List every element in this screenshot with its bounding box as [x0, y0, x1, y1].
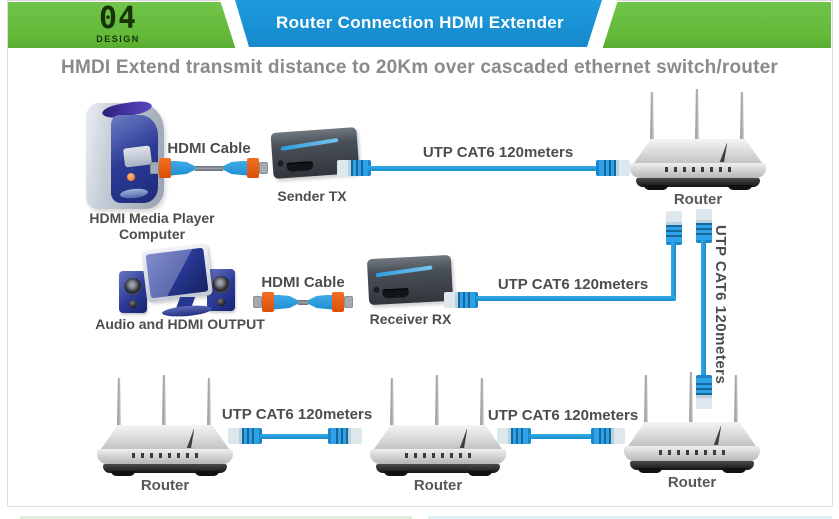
- antenna-icon: [695, 89, 699, 147]
- utp-cable-line-vertical: [701, 240, 706, 386]
- title-banner-ribbon: [235, 0, 602, 47]
- antenna-icon: [207, 378, 211, 432]
- antenna-icon: [390, 378, 394, 432]
- computer-label-line1: HDMI Media Player: [89, 210, 215, 226]
- router-top-face: [634, 139, 762, 163]
- router-base: [630, 461, 754, 473]
- receiver-rx-label: Receiver RX: [369, 311, 452, 327]
- utp-label-bottom-left: UTP CAT6 120meters: [221, 406, 373, 423]
- antenna-icon: [740, 92, 744, 146]
- power-port-icon: [277, 160, 284, 167]
- router-base: [376, 464, 500, 476]
- title-banner-text: Router Connection HDMI Extender: [276, 13, 564, 32]
- utp-cable-line-bottom-left: [260, 434, 330, 439]
- router-status-leds: [659, 450, 725, 455]
- utp-cable-line-bottom-right: [529, 434, 593, 439]
- audio-output-label: Audio and HDMI OUTPUT: [95, 316, 265, 332]
- utp-cable-elbow-vertical: [671, 242, 676, 301]
- utp-label-top: UTP CAT6 120meters: [422, 144, 574, 161]
- receiver-rx-device-icon: [366, 254, 454, 306]
- bottom-strip-left: [20, 516, 412, 519]
- computer-label: HDMI Media Player Computer: [62, 210, 242, 242]
- router-status-leds: [132, 453, 198, 458]
- brand-logo: 04 DESIGN: [86, 1, 150, 45]
- hdmi-plug-end-icon: [150, 162, 159, 174]
- hdmi-cable-wire: [298, 299, 308, 305]
- router-bottom-right-icon: Router: [622, 372, 762, 491]
- tower-power-led: [127, 173, 135, 181]
- hdmi-port-icon: [286, 161, 314, 172]
- hdmi-plug-icon: [171, 160, 195, 176]
- router-base: [103, 464, 227, 476]
- router-top-face: [374, 425, 502, 449]
- hdmi-connector-shell-icon: [247, 158, 259, 178]
- antenna-icon: [162, 375, 166, 433]
- hdmi-connector-shell-icon: [159, 158, 171, 178]
- monitor-icon: [141, 243, 213, 303]
- utp-label-receiver: UTP CAT6 120meters: [497, 276, 649, 293]
- antenna-icon: [435, 375, 439, 433]
- power-port-icon: [373, 286, 380, 293]
- router-bottom-middle-icon: Router: [368, 375, 508, 494]
- router-bottom-left-icon: Router: [95, 375, 235, 494]
- hdmi-cable-wire: [195, 165, 223, 171]
- hdmi-plug-icon: [274, 294, 298, 310]
- brand-logo-subtitle: DESIGN: [96, 34, 140, 44]
- rj45-connector-icon: [696, 209, 712, 243]
- antenna-icon: [689, 372, 693, 430]
- router-top-face: [628, 422, 756, 446]
- bottom-strip-right: [428, 516, 832, 519]
- hdmi-plug-end-icon: [344, 296, 353, 308]
- router-top-face: [101, 425, 229, 449]
- hdmi-cable-icon-2: [253, 292, 353, 312]
- title-banner: Router Connection HDMI Extender: [210, 0, 630, 50]
- hdmi-plug-icon: [223, 160, 247, 176]
- brand-logo-number: 04: [98, 1, 138, 36]
- antenna-icon: [734, 375, 738, 429]
- computer-tower-icon: [86, 99, 164, 209]
- antenna-icon: [117, 378, 121, 432]
- page-heading: HMDI Extend transmit distance to 20Km ov…: [61, 57, 778, 78]
- antenna-icon: [644, 375, 648, 429]
- rj45-connector-icon: [591, 428, 625, 444]
- speaker-icon: [119, 271, 147, 313]
- hdmi-cable-icon-1: [150, 158, 268, 178]
- router-base: [636, 178, 760, 190]
- antenna-icon: [650, 92, 654, 146]
- rj45-connector-icon: [497, 428, 531, 444]
- utp-label-vertical: UTP CAT6 120meters: [712, 225, 729, 385]
- rj45-connector-icon: [596, 160, 630, 176]
- monitor-screen: [145, 247, 209, 299]
- router-status-leds: [405, 453, 471, 458]
- hdmi-connector-shell-icon: [332, 292, 344, 312]
- router-label: Router: [413, 477, 463, 494]
- utp-cable-line-top: [367, 166, 597, 171]
- router-label: Router: [673, 191, 723, 208]
- hdmi-plug-icon: [308, 294, 332, 310]
- rj45-connector-icon: [444, 292, 478, 308]
- rj45-connector-icon: [666, 211, 682, 245]
- router-top-right-icon: Router: [628, 89, 768, 208]
- rj45-connector-icon: [328, 428, 362, 444]
- computer-label-line2: Computer: [118, 226, 186, 242]
- utp-label-bottom-right: UTP CAT6 120meters: [487, 407, 639, 424]
- hdmi-cable-label-2: HDMI Cable: [261, 274, 345, 291]
- rj45-connector-icon: [228, 428, 262, 444]
- router-status-leds: [665, 167, 731, 172]
- hdmi-plug-end-icon: [253, 296, 262, 308]
- sender-tx-label: Sender TX: [277, 188, 347, 204]
- antenna-icon: [480, 378, 484, 432]
- router-label: Router: [667, 474, 717, 491]
- hdmi-port-icon: [382, 288, 409, 299]
- router-label: Router: [140, 477, 190, 494]
- utp-cable-line-receiver: [476, 296, 676, 301]
- hdmi-cable-label-1: HDMI Cable: [167, 140, 251, 157]
- hdmi-plug-end-icon: [259, 162, 268, 174]
- hdmi-connector-shell-icon: [262, 292, 274, 312]
- rj45-connector-icon: [337, 160, 371, 176]
